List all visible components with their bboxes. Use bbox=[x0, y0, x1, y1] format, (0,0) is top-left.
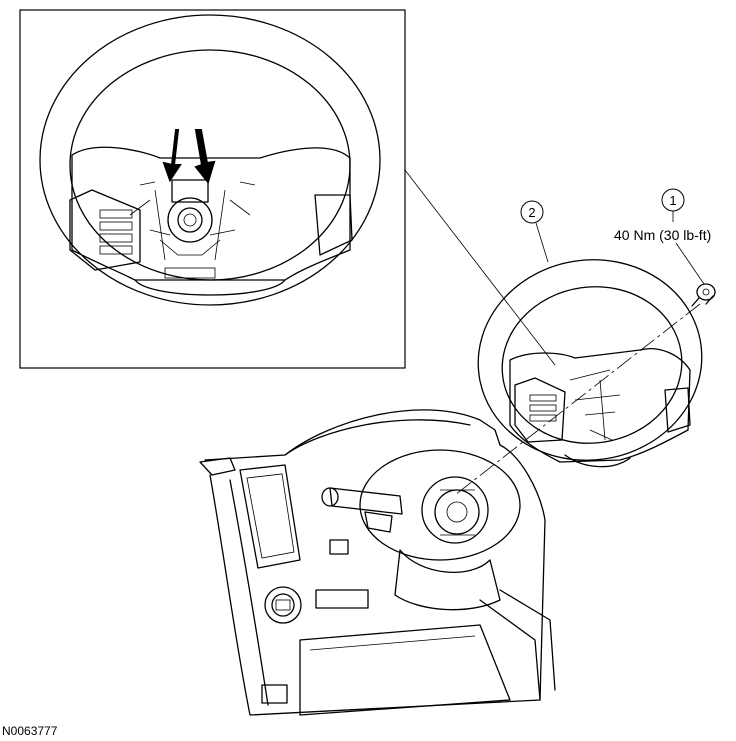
callout-1: 1 bbox=[661, 188, 705, 285]
steering-wheel-bolt bbox=[691, 283, 716, 307]
instrument-panel bbox=[199, 409, 556, 716]
callout-2: 2 bbox=[520, 200, 549, 263]
callout-2-number: 2 bbox=[528, 205, 535, 220]
torque-spec-label: 40 Nm (30 lb-ft) bbox=[614, 227, 711, 243]
steering-wheel bbox=[477, 259, 703, 468]
figure-code: N0063777 bbox=[2, 724, 58, 738]
detail-inset bbox=[19, 9, 406, 369]
callout-1-number: 1 bbox=[669, 193, 676, 208]
